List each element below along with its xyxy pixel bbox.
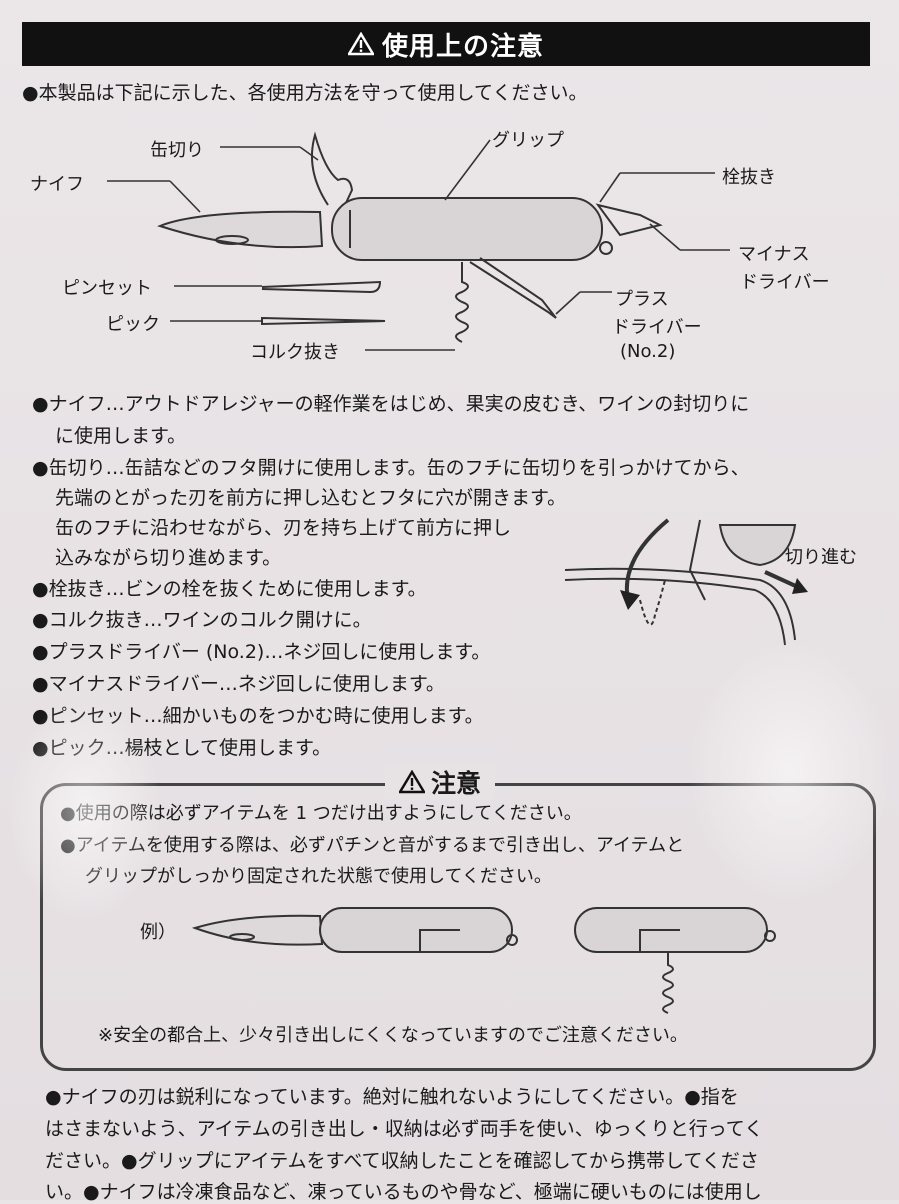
label-pick: ピック	[106, 314, 160, 335]
label-cut-forward: 切り進む	[785, 547, 857, 568]
glare-reflection	[10, 700, 160, 920]
footer-line4: い。●ナイフは冷凍食品など、凍っているものや骨など、極端に硬いものには使用し	[45, 1181, 762, 1203]
item-cork: ●コルク抜き…ワインのコルク開けに。	[32, 609, 372, 631]
caution-line3: グリップがしっかり固定された状態で使用してください。	[85, 866, 552, 887]
label-phillips: プラス	[615, 289, 669, 310]
caution-line1: ●使用の際は必ずアイテムを 1 つだけ出すようにしてください。	[60, 803, 582, 824]
item-phillips: ●プラスドライバー (No.2)…ネジ回しに使用します。	[32, 641, 491, 663]
label-knife: ナイフ	[30, 174, 84, 195]
label-can-opener: 缶切り	[150, 140, 204, 161]
example-label: 例）	[140, 922, 176, 943]
label-grip: グリップ	[492, 130, 564, 151]
label-phillips-3: (No.2)	[620, 341, 676, 362]
example-illustration	[191, 907, 776, 1014]
label-phillips-2: ドライバー	[612, 317, 702, 338]
label-bottle-opener: 栓抜き	[722, 167, 776, 188]
footer-line1: ●ナイフの刃は鋭利になっています。絶対に触れないようにしてください。●指を	[45, 1086, 739, 1108]
label-flat-driver: マイナス	[738, 244, 810, 265]
footer-line2: はさまないよう、アイテムの引き出し・収納は必ず両手を使い、ゆっくりと行ってく	[45, 1118, 764, 1140]
page-title: 使用上の注意	[381, 31, 544, 62]
item-bottle: ●栓抜き…ビンの栓を抜くために使用します。	[32, 578, 427, 600]
item-can-line1: ●缶切り…缶詰などのフタ開けに使用します。缶のフチに缶切りを引っかけてから、	[32, 457, 750, 479]
intro-text: ●本製品は下記に示した、各使用方法を守って使用してください。	[22, 82, 588, 104]
item-knife-line1: ●ナイフ…アウトドアレジャーの軽作業をはじめ、果実の皮むき、ワインの封切りに	[32, 393, 750, 415]
footer-line3: ださい。●グリップにアイテムをすべて収納したことを確認してから携帯してくださ	[45, 1150, 759, 1172]
caution-heading: 注意	[385, 764, 496, 800]
can-cutting-illustration	[564, 518, 808, 646]
item-can-line3: 缶のフチに沿わせながら、刃を持ち上げて前方に押し	[55, 517, 512, 539]
item-can-line4: 込みながら切り進めます。	[55, 547, 282, 569]
header-bar: 使用上の注意	[22, 22, 870, 66]
caution-line2: ●アイテムを使用する際は、必ずパチンと音がするまで引き出し、アイテムと	[60, 835, 685, 856]
caution-title: 注意	[431, 769, 482, 798]
warning-icon	[399, 770, 425, 794]
label-flat-driver-2: ドライバー	[740, 272, 830, 293]
item-flat: ●マイナスドライバー…ネジ回しに使用します。	[32, 673, 445, 695]
item-knife-line2: に使用します。	[55, 425, 187, 447]
item-tweezers: ●ピンセット…細かいものをつかむ時に使用します。	[32, 705, 484, 727]
glare-reflection	[690, 640, 890, 900]
label-tweezers: ピンセット	[62, 278, 152, 299]
knife-diagram	[107, 131, 730, 351]
item-can-line2: 先端のとがった刃を前方に押し込むとフタに穴が開きます。	[55, 487, 567, 509]
caution-note: ※安全の都合上、少々引き出しにくくなっていますのでご注意ください。	[98, 1025, 688, 1046]
warning-icon	[347, 32, 374, 56]
label-corkscrew: コルク抜き	[250, 342, 340, 363]
